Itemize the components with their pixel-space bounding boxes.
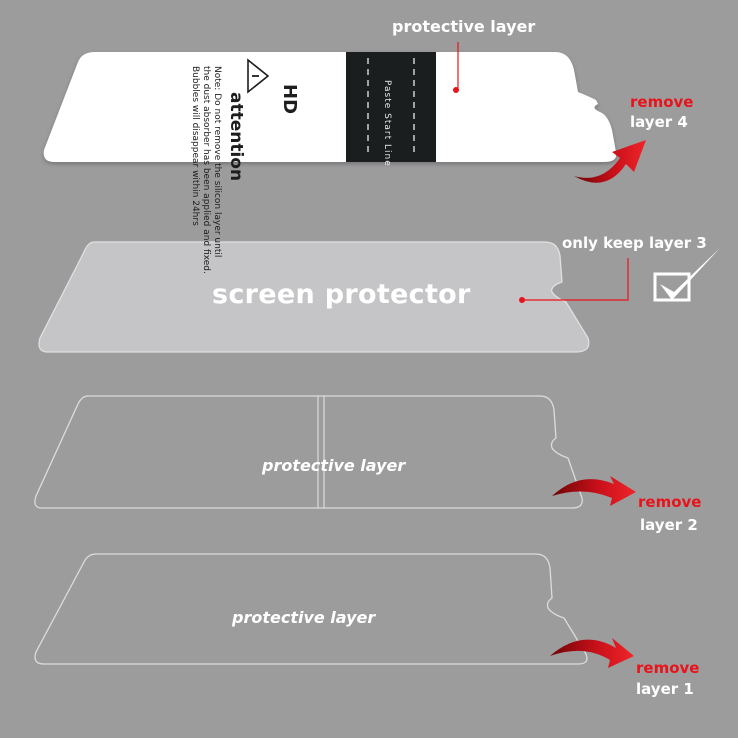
layer-1-protective-label: protective layer (232, 608, 376, 627)
remove-layer-1-word: remove (636, 659, 700, 677)
layer-2-film (34, 395, 583, 509)
remove-layer-4-word: remove (630, 93, 694, 111)
film-attention-text: attention (226, 92, 246, 182)
curved-arrow-icon (552, 476, 636, 506)
check-box-icon (653, 248, 720, 302)
layer-1-film (34, 553, 588, 665)
only-keep-layer-3-note: only keep layer 3 (562, 234, 707, 252)
film-tab-text: Paste Start Line (382, 80, 392, 167)
remove-layer-2-number: layer 2 (640, 516, 698, 534)
film-sheet (43, 52, 617, 162)
warning-triangle-icon (247, 58, 270, 94)
film-outline (34, 553, 588, 665)
remove-layer-2-word: remove (638, 493, 702, 511)
remove-layer-4-number: layer 4 (630, 113, 688, 131)
layer-3-screen-protector (38, 241, 590, 353)
film-black-tab (346, 52, 436, 162)
top-label-dot (453, 87, 459, 93)
top-protective-layer-label: protective layer (392, 17, 536, 36)
film-instructions: Note: Do not remove the silicon layer un… (190, 66, 222, 274)
keep-dot (519, 297, 525, 303)
film-outline (34, 395, 583, 509)
keep-leader (522, 258, 629, 301)
layer-2-protective-label: protective layer (262, 456, 406, 475)
film-hd-text: HD (279, 84, 300, 115)
protector-glass (38, 241, 590, 353)
screen-protector-label: screen protector (212, 279, 471, 310)
curved-arrow-icon (550, 638, 634, 668)
remove-layer-1-number: layer 1 (636, 680, 694, 698)
curved-arrow-icon (574, 140, 646, 183)
layer-4-film (43, 52, 617, 162)
